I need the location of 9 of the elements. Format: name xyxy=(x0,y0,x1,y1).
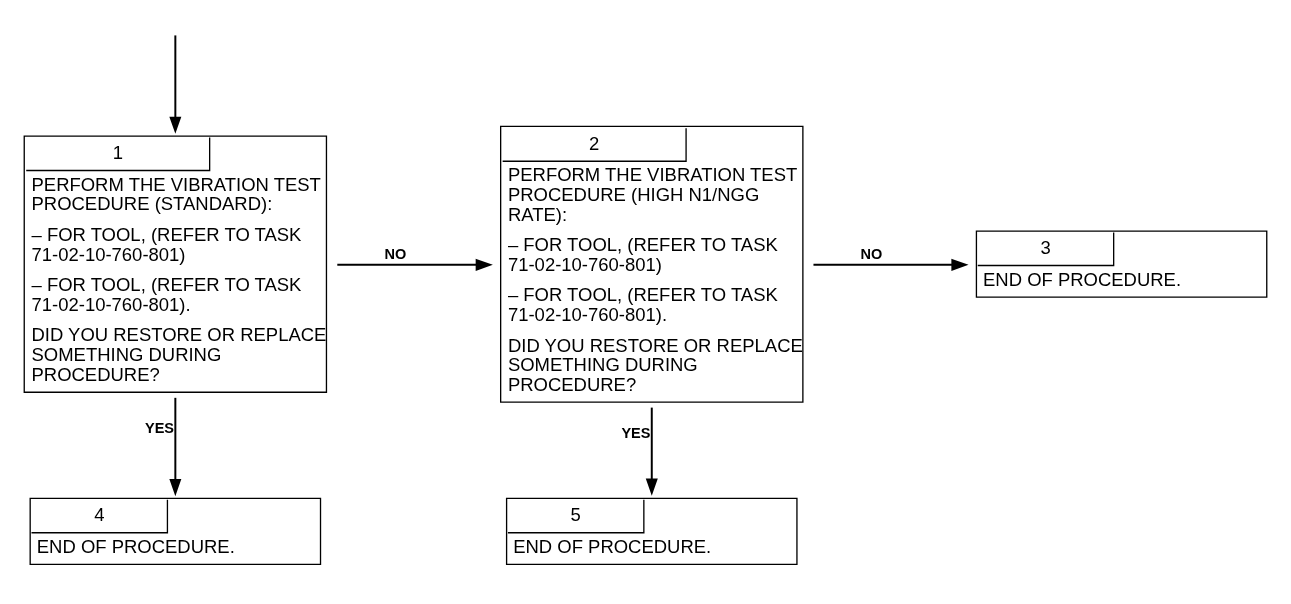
arrow xyxy=(169,396,182,497)
arrow xyxy=(169,34,182,134)
arrow xyxy=(645,406,658,496)
edge-label: NO xyxy=(384,246,407,263)
edge-label: NO xyxy=(860,246,883,263)
arrow xyxy=(336,258,493,271)
edge-label: YES xyxy=(621,425,651,442)
arrow xyxy=(812,258,969,271)
edge-label: YES xyxy=(144,420,175,437)
